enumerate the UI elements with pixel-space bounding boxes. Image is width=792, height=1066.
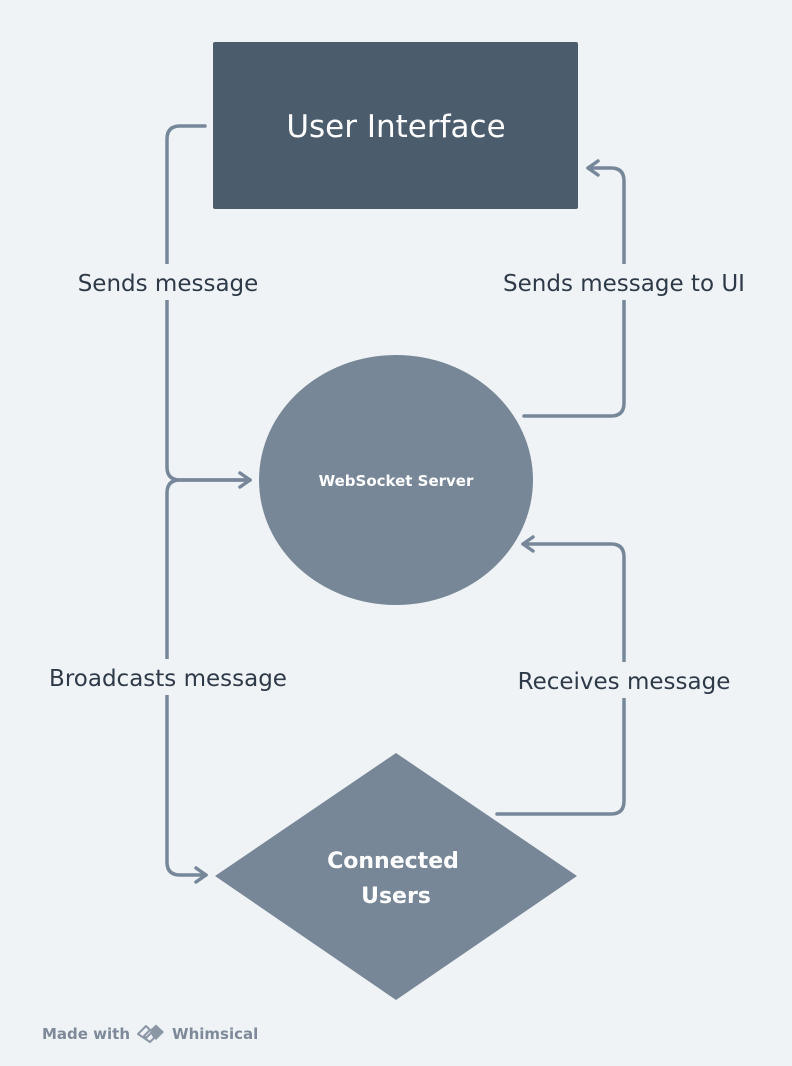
connected-users-label-line2: Users bbox=[361, 884, 431, 909]
label-bg-broadcasts-message bbox=[44, 659, 292, 695]
arrowhead-users-to-server-icon bbox=[521, 535, 535, 553]
websocket-server-label: WebSocket Server bbox=[319, 472, 474, 490]
edge-label-sends-message-to-ui: Sends message to UI bbox=[503, 271, 745, 297]
label-bg-receives-message bbox=[512, 662, 736, 698]
node-websocket-server[interactable]: WebSocket Server bbox=[259, 355, 533, 605]
connected-users-label-line1: Connected bbox=[327, 849, 459, 874]
edge-label-sends-message: Sends message bbox=[78, 271, 259, 297]
edge-label-broadcasts-message: Broadcasts message bbox=[49, 666, 287, 692]
user-interface-label: User Interface bbox=[286, 109, 505, 145]
user-interface-box bbox=[213, 42, 578, 209]
connected-users-diamond bbox=[215, 753, 577, 1000]
node-connected-users[interactable]: Connected Users bbox=[215, 753, 577, 1000]
arrowhead-server-to-users-icon bbox=[194, 866, 208, 884]
made-with-text: Made with bbox=[42, 1025, 131, 1043]
websocket-server-circle bbox=[259, 355, 533, 605]
arrowhead-server-to-ui-icon bbox=[586, 159, 600, 177]
whimsical-logo-icon bbox=[137, 1024, 165, 1043]
label-bg-sends-message bbox=[74, 264, 264, 300]
made-with-whimsical-badge[interactable]: Made with Whimsical bbox=[42, 1023, 258, 1045]
node-user-interface[interactable]: User Interface bbox=[213, 42, 578, 209]
whimsical-brand-text: Whimsical bbox=[172, 1025, 259, 1043]
label-bg-sends-message-to-ui bbox=[500, 264, 750, 300]
edge-label-receives-message: Receives message bbox=[518, 669, 731, 695]
